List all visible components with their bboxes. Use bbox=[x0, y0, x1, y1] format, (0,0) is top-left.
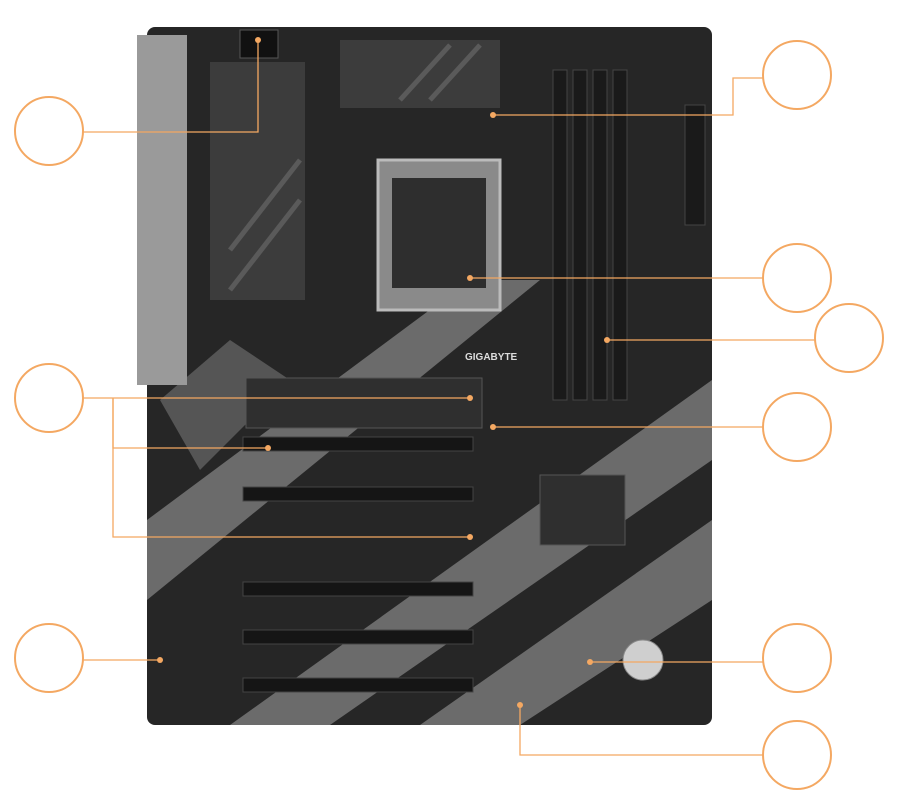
callout-circle[interactable] bbox=[14, 363, 84, 433]
pcie-slot bbox=[242, 436, 474, 452]
dimm-slot bbox=[552, 69, 568, 401]
cmos-battery bbox=[622, 639, 664, 681]
callout-circle[interactable] bbox=[14, 96, 84, 166]
callout-circle[interactable] bbox=[762, 392, 832, 462]
callout-circle[interactable] bbox=[762, 40, 832, 110]
dimm-slot bbox=[592, 69, 608, 401]
dimm-slot bbox=[572, 69, 588, 401]
callout-circle[interactable] bbox=[814, 303, 884, 373]
callout-circle[interactable] bbox=[762, 623, 832, 693]
atx-power-connector bbox=[684, 104, 706, 226]
leader-line bbox=[493, 77, 763, 116]
cpu-power-connector bbox=[239, 29, 279, 59]
callout-circle[interactable] bbox=[762, 243, 832, 313]
callout-circle[interactable] bbox=[762, 720, 832, 790]
callout-circle[interactable] bbox=[14, 623, 84, 693]
board-stripe bbox=[160, 340, 290, 470]
leader-line bbox=[83, 40, 259, 133]
io-ports bbox=[137, 35, 187, 385]
leader-line bbox=[112, 398, 470, 538]
motherboard: GIGABYTE bbox=[137, 27, 712, 725]
gigabyte-logo: GIGABYTE bbox=[465, 352, 518, 363]
pcie-slot bbox=[242, 581, 474, 597]
callout-circles bbox=[14, 40, 884, 790]
socket-cover bbox=[392, 178, 486, 288]
pcie-slot bbox=[242, 677, 474, 693]
callout-dots bbox=[157, 37, 610, 708]
board-stripe bbox=[420, 520, 712, 725]
leader-line bbox=[519, 705, 763, 756]
dimm-slot bbox=[612, 69, 628, 401]
pcie-slot bbox=[242, 629, 474, 645]
pcie-slot bbox=[242, 486, 474, 502]
m2-heatsink bbox=[245, 377, 483, 429]
chipset-heatsink bbox=[539, 474, 626, 546]
callout-lines bbox=[83, 40, 815, 756]
